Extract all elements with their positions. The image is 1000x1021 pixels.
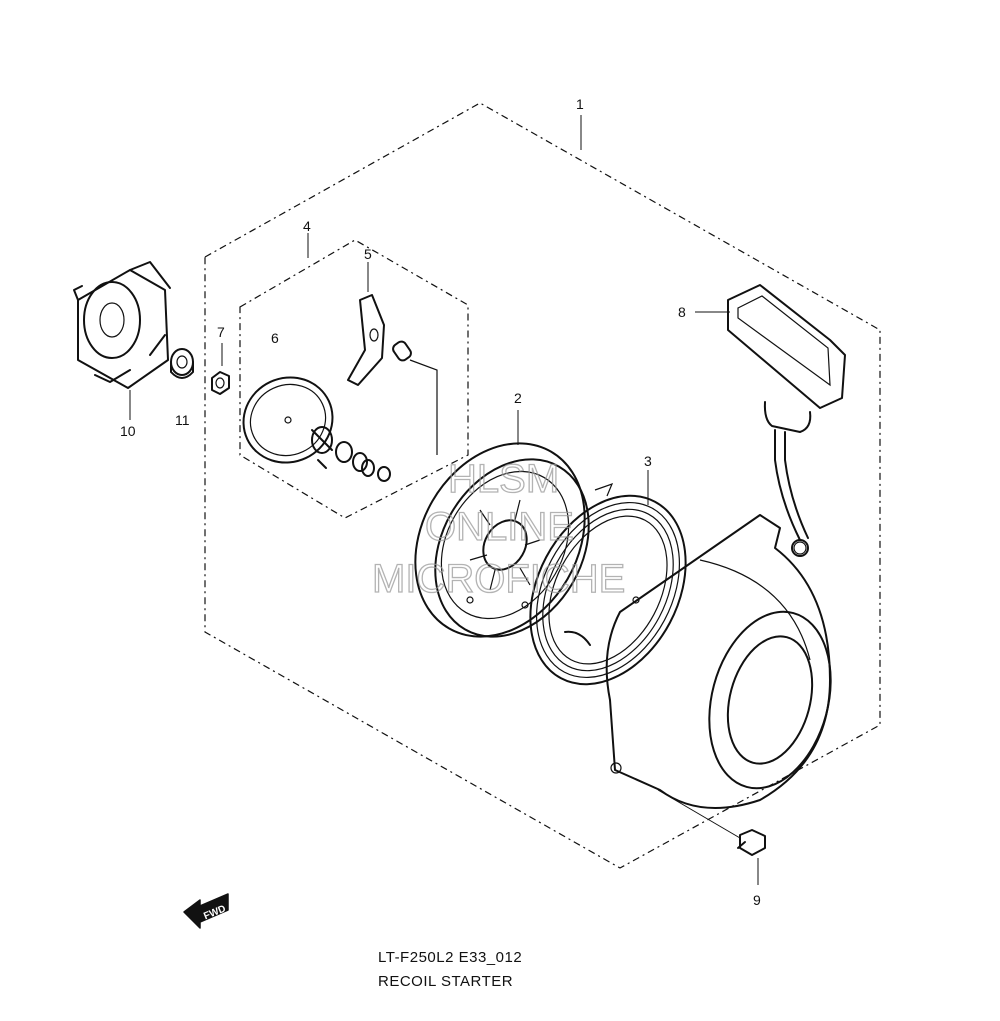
callout-1: 1 [576,96,584,112]
part-9-bolt [737,829,766,856]
callout-9: 9 [753,892,761,908]
part-8-handle [727,284,846,557]
part-5-ratchet [347,294,438,455]
diagram-title: RECOIL STARTER [378,973,513,990]
callout-5: 5 [364,246,372,262]
callout-3: 3 [644,453,652,469]
watermark-line-3: MICROFICHE [372,557,625,601]
callout-11: 11 [175,412,190,428]
callout-7: 7 [217,324,225,340]
assembly-outline-1 [204,102,881,869]
callout-10: 10 [120,423,136,439]
part-10-drive-cup [73,261,171,389]
watermark-line-1: HLSM [448,457,559,501]
callout-4: 4 [303,218,311,234]
starter-housing [605,514,832,809]
watermark-line-2: ONLINE [425,505,574,549]
part-2-reel [414,442,590,638]
forward-arrow-icon: FWD [183,893,229,929]
part-6-friction-plate [242,376,391,482]
part-11-bushing [170,348,194,379]
subassembly-outline-4 [239,239,469,519]
callout-6: 6 [271,330,279,346]
diagram-code: LT-F250L2 E33_012 [378,949,522,966]
part-7-nut [211,371,230,395]
callout-8: 8 [678,304,686,320]
part-3-spring [529,482,687,686]
callout-2: 2 [514,390,522,406]
